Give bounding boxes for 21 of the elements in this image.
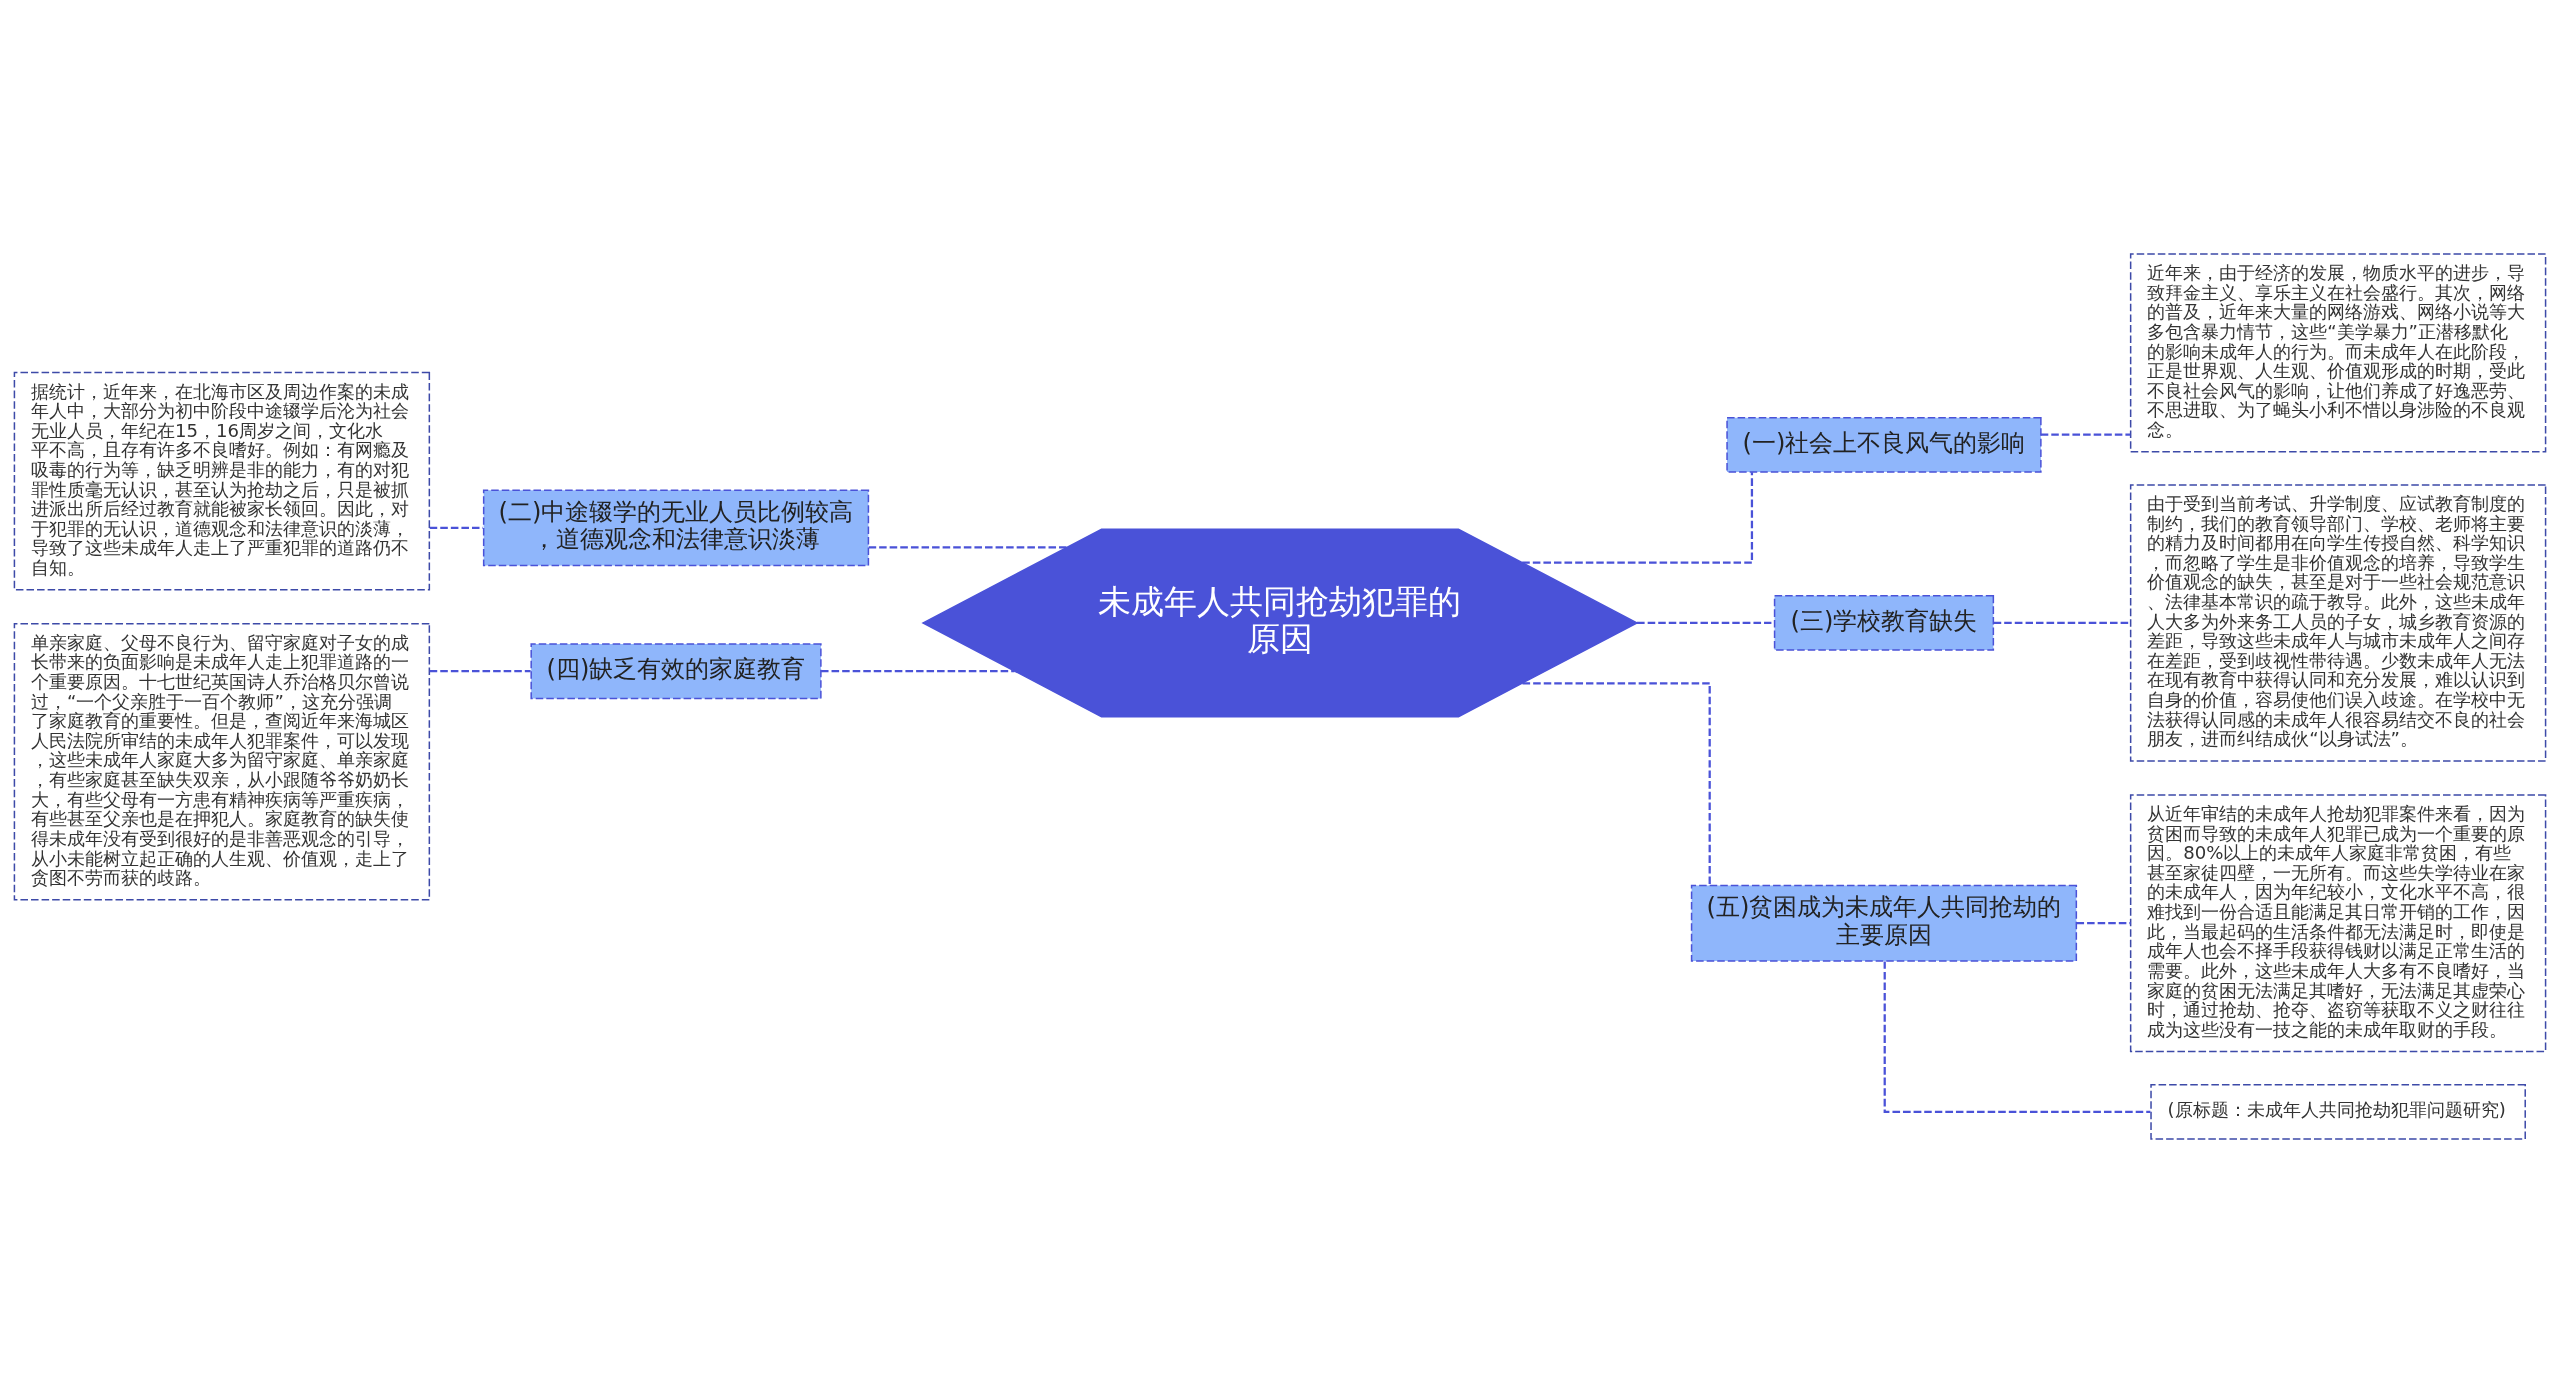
node-box: 据统计，近年来，在北海市区及周边作案的未成年人中，大部分为初中阶段中途辍学后沦为社会无业人员，年纪在15，16周岁之间，文化水平不高，且存有许多不良嗜好。例如：有网瘾及吸毒的行为等，缺乏明辨是非的能力，有的对犯罪性质毫无认识，甚至认为抢劫之后，只是被抓进派出所后经过教育就能被家长领回。因此，对于犯罪的无认识，道德观念和法律意识的淡薄，导致了这些未成年人走上了严重犯罪的道路仍不自知。: [13, 371, 431, 591]
node-box: (二)中途辍学的无业人员比例较高，道德观念和法律意识淡薄: [482, 489, 870, 567]
node-box: 从近年审结的未成年人抢劫犯罪案件来看，因为贫困而导致的未成年人犯罪已成为一个重要的原因。80%以上的未成年人家庭非常贫困，有些甚至家徒四壁，一无所有。而这些失学待业在家的未成年人，因为年纪较小，文化水平不高，很难找到一份合适且能满足其日常开销的工作，因此，当最起码的生活条件都无法满足时，即使是成年人也会不择手段获得钱财以满足正常生活的需要。此外，这些未成年人大多有不良嗜好，当家庭的贫困无法满足其嗜好，无法满足其虚荣心时，通过抢劫、抢夺、盗窃等获取不义之财往往成为这些没有一技之能的未成年取财的手段。: [2129, 794, 2547, 1053]
connector: [1993, 621, 2131, 625]
connector: [2040, 433, 2131, 436]
node-box: 近年来，由于经济的发展，物质水平的进步，导致拜金主义、享乐主义在社会盛行。其次，网络的普及，近年来大量的网络游戏、网络小说等大多包含暴力情节，这些“美学暴力”正潜移默化的影响未成年人的行为。而未成年人在此阶段，正是世界观、人生观、价值观形成的时期，受此不良社会风气的影响，让他们养成了好逸恶劳、不思进取、为了蝇头小利不惜以身涉险的不良观念。: [2129, 253, 2547, 453]
node-box: (三)学校教育缺失: [1773, 595, 1995, 651]
node-box: 由于受到当前考试、升学制度、应试教育制度的制约，我们的教育领导部门、学校、老师将主要的精力及时间都用在向学生传授自然、科学知识，而忽略了学生是非价值观念的培养，导致学生价值观念的缺失，甚至是对于一些社会规范意识、法律基本常识的疏于教导。此外，这些未成年人大多为外来务工人员的子女，城乡教育资源的差距，导致这些未成年人与城市未成年人之间存在差距，受到歧视性带待遇。少数未成年人无法在现有教育中获得认同和充分发展，难以认识到自身的价值，容易使他们误入歧途。在学校中无法获得认同感的未成年人很容易结交不良的社会朋友，进而纠结成伙“以身试法”。: [2129, 484, 2547, 762]
connector: [2076, 922, 2131, 925]
node-box: (一)社会上不良风气的影响: [1726, 417, 2042, 473]
node-box: (四)缺乏有效的家庭教育: [530, 643, 822, 700]
connector: [1522, 682, 1711, 886]
node-box: (五)贫困成为未成年人共同抢劫的主要原因: [1690, 884, 2078, 962]
node-box: 单亲家庭、父母不良行为、留守家庭对子女的成长带来的负面影响是未成年人走上犯罪道路的一个重要原因。十七世纪英国诗人乔治格贝尔曾说过，“一个父亲胜于一百个教师”，这充分强调了家庭教育的重要性。但是，查阅近年来海城区人民法院所审结的未成年人犯罪案件，可以发现，这些未成年人家庭大多为留守家庭、单亲家庭，有些家庭甚至缺失双亲，从小跟随爷爷奶奶长大，有些父母有一方患有精神疾病等严重疾病，有些甚至父亲也是在押犯人。家庭教育的缺失使得未成年没有受到很好的是非善恶观念的引导，从小未能树立起正确的人生观、价值观，走上了贪图不劳而获的歧路。: [13, 622, 431, 901]
connector: [1522, 472, 1754, 564]
node-box: (原标题：未成年人共同抢劫犯罪问题研究): [2150, 1083, 2526, 1140]
connector: [1883, 961, 2151, 1113]
connector: [868, 546, 1067, 549]
connector: [821, 670, 1015, 673]
connector: [429, 526, 483, 529]
connector: [429, 670, 531, 673]
